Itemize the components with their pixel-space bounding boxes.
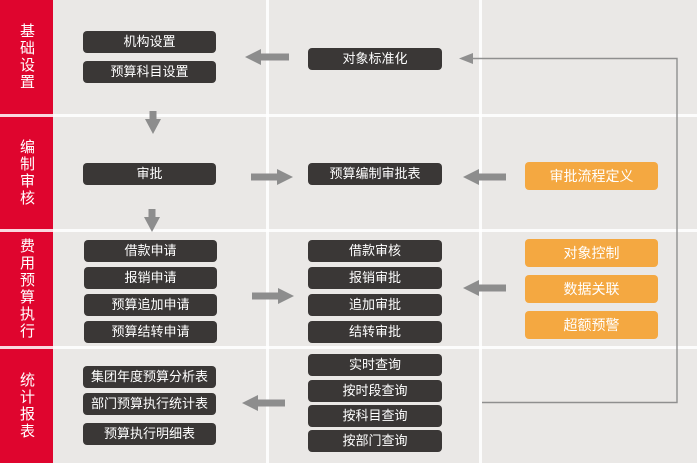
node-approval: 审批	[83, 163, 216, 185]
node-budget-compile-approval-form: 预算编制审批表	[308, 163, 442, 185]
node-period-query: 按时段查询	[308, 380, 442, 402]
arrow-right-icon-row3	[252, 288, 294, 304]
arrow-left-icon-row2	[463, 169, 506, 185]
node-group-annual-budget-analysis-report: 集团年度预算分析表	[83, 366, 216, 388]
node-overspend-alert: 超额预警	[525, 311, 658, 339]
feedback-arrow-icon	[459, 53, 473, 64]
sidebar-section-compile-review: 编制审核	[18, 139, 35, 207]
node-budget-execution-detail-report: 预算执行明细表	[83, 423, 216, 445]
node-object-standardization: 对象标准化	[308, 48, 442, 70]
grid-line-horizontal-3	[0, 346, 697, 349]
node-dept-budget-execution-stats-report: 部门预算执行统计表	[83, 393, 216, 415]
node-budget-subject-setup: 预算科目设置	[83, 61, 216, 83]
arrow-left-icon-row3	[463, 280, 506, 296]
grid-line-vertical-2	[479, 0, 482, 463]
sidebar-section-basic-setup: 基础设置	[18, 23, 35, 91]
node-reimburse-request: 报销申请	[84, 267, 217, 289]
node-carryover-approval: 结转审批	[308, 321, 442, 343]
node-loan-request: 借款申请	[84, 240, 217, 262]
node-realtime-query: 实时查询	[308, 354, 442, 376]
node-subject-query: 按科目查询	[308, 405, 442, 427]
sidebar-section-expense-budget-execution: 费用预算执行	[18, 238, 35, 340]
node-object-control: 对象控制	[525, 239, 658, 267]
arrow-left-icon-row4	[242, 395, 285, 411]
grid-line-horizontal-2	[0, 229, 697, 232]
node-loan-review: 借款审核	[308, 240, 442, 262]
node-org-setup: 机构设置	[83, 31, 216, 53]
node-budget-addition-request: 预算追加申请	[84, 294, 217, 316]
node-approval-flow-definition: 审批流程定义	[525, 162, 658, 190]
grid-line-horizontal-1	[0, 114, 697, 117]
node-budget-carryover-request: 预算结转申请	[84, 321, 217, 343]
sidebar-section-stats-reports: 统计报表	[18, 372, 35, 440]
node-department-query: 按部门查询	[308, 430, 442, 452]
arrow-right-icon-row2	[251, 169, 293, 185]
node-reimburse-approval: 报销审批	[308, 267, 442, 289]
node-addition-approval: 追加审批	[308, 294, 442, 316]
grid-line-vertical-1	[266, 0, 269, 463]
node-data-linkage: 数据关联	[525, 275, 658, 303]
